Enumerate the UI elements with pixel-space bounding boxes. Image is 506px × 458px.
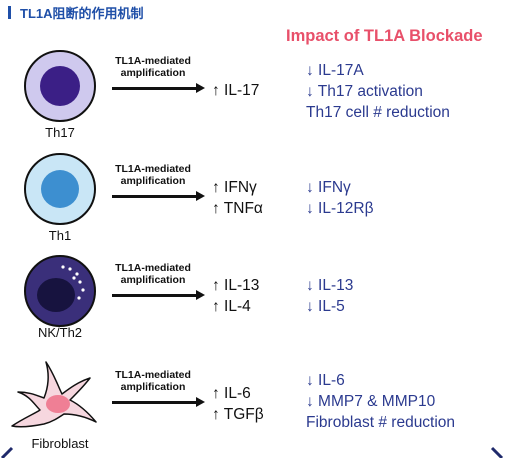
- page-title: TL1A阻断的作用机制: [20, 6, 144, 21]
- cell-label-th17: Th17: [45, 125, 75, 140]
- impact-text: ↓ IL-13: [306, 277, 354, 294]
- fibroblast-cell-icon: [11, 361, 97, 428]
- effect-text: ↑ IL-6: [212, 385, 251, 402]
- effect-text: ↑ IL-13: [212, 277, 260, 294]
- effect-text: ↑ IL-4: [212, 298, 251, 315]
- impact-text: Th17 cell # reduction: [306, 104, 450, 121]
- impact-text: ↓ IFNγ: [306, 179, 351, 196]
- nk-th2-cell-icon: [24, 255, 96, 327]
- effect-text: ↑ IFNγ: [212, 179, 257, 196]
- impact-title: Impact of TL1A Blockade: [286, 27, 483, 45]
- effect-text: ↑ TGFβ: [212, 406, 264, 423]
- corner-mark-left: [0, 446, 14, 458]
- impact-text: ↓ MMP7 & MMP10: [306, 393, 436, 410]
- effect-text: ↑ TNFα: [212, 200, 263, 217]
- cell-label-th1: Th1: [48, 228, 72, 243]
- th1-cell-icon: [24, 153, 96, 225]
- impact-text: ↓ IL-17A: [306, 62, 364, 79]
- effect-text: ↑ IL-17: [212, 82, 260, 99]
- arrow-icon: [112, 290, 205, 299]
- corner-mark-right: [490, 446, 504, 458]
- arrow-icon: [112, 397, 205, 406]
- cell-label-nk-th2: NK/Th2: [37, 325, 83, 340]
- header-accent-bar: [8, 6, 11, 19]
- impact-text: Fibroblast # reduction: [306, 414, 456, 431]
- impact-text: ↓ IL-12Rβ: [306, 200, 374, 217]
- impact-text: ↓ Th17 activation: [306, 83, 423, 100]
- impact-text: ↓ IL-6: [306, 372, 345, 389]
- cell-label-fibroblast: Fibroblast: [31, 436, 89, 451]
- arrow-icon: [112, 191, 205, 200]
- th17-cell-icon: [24, 50, 96, 122]
- arrow-icon: [112, 83, 205, 92]
- impact-text: ↓ IL-5: [306, 298, 345, 315]
